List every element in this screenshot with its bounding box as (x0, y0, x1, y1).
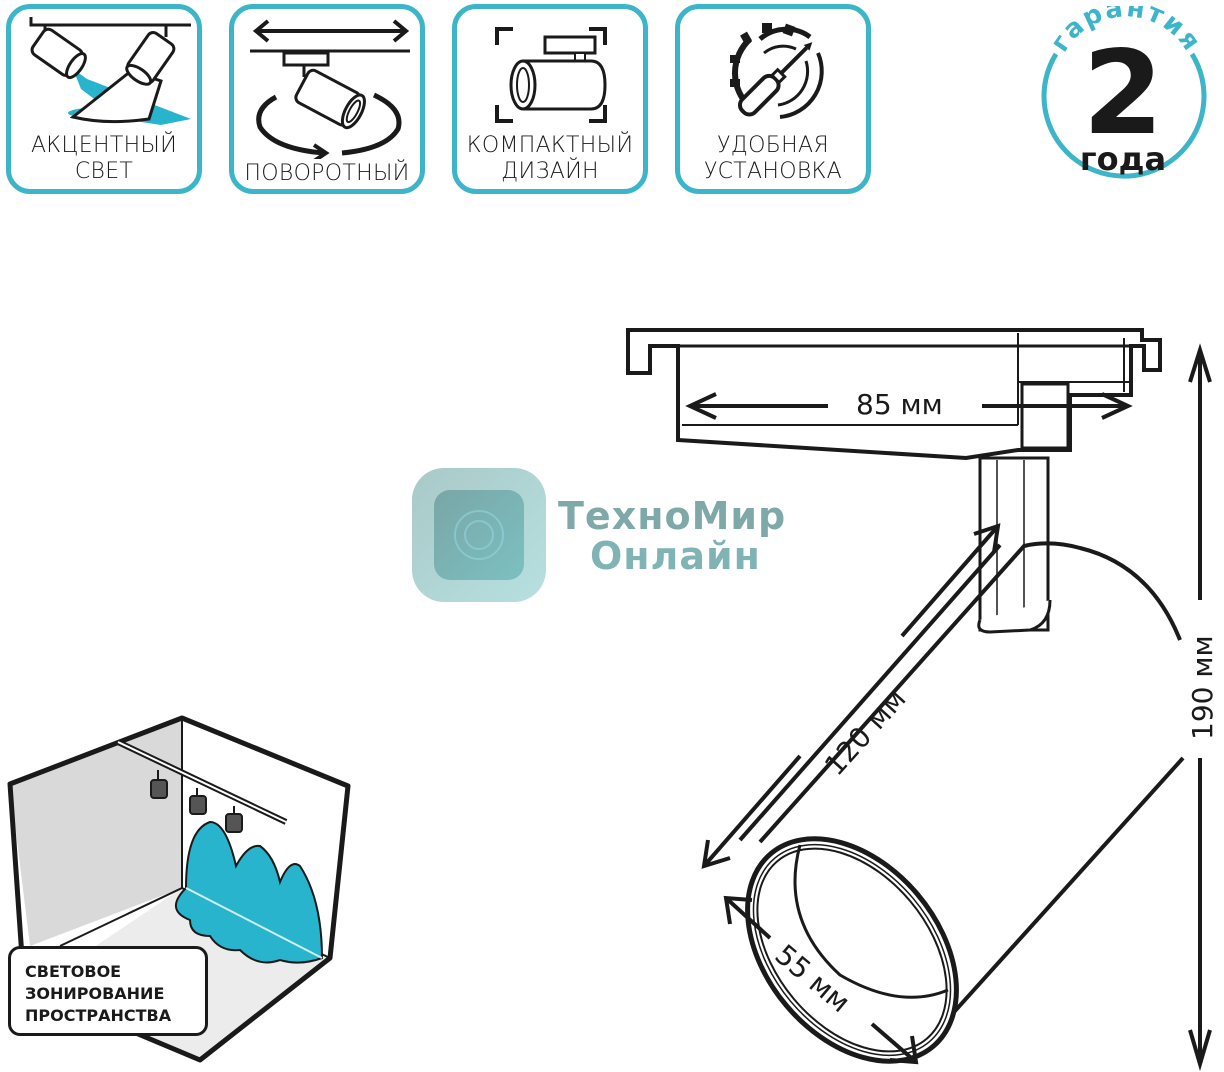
feature-rotating: ПОВОРОТНЫЙ (229, 4, 425, 194)
spotlights-icon (29, 17, 191, 125)
feature-label: КОМПАКТНЫЙ ДИЗАЙН (466, 133, 634, 184)
watermark-line2: Онлайн (590, 534, 761, 578)
dimension-height: 190 мм (1186, 635, 1219, 740)
feature-accent-light: АКЦЕНТНЫЙ СВЕТ (6, 4, 202, 194)
warranty-circle-icon: гарантия (1041, 0, 1207, 179)
rotation-icon (250, 19, 410, 159)
warranty-years: 2 (1082, 26, 1164, 161)
gear-screwdriver-icon (730, 23, 824, 119)
warranty-badge: гарантия 2 года (1028, 0, 1218, 196)
feature-easy-install: УДОБНАЯ УСТАНОВКА (675, 4, 871, 194)
track-light-drawing (626, 328, 1212, 1072)
feature-label: ПОВОРОТНЫЙ (244, 161, 410, 186)
warranty-unit: года (1079, 140, 1167, 178)
watermark-logo: ТехноМир Онлайн (412, 468, 832, 608)
feature-compact: КОМПАКТНЫЙ ДИЗАЙН (452, 4, 648, 194)
zoning-label: СВЕТОВОЕ ЗОНИРОВАНИЕ ПРОСТРАНСТВА (8, 946, 208, 1036)
feature-label: АКЦЕНТНЫЙ СВЕТ (30, 133, 178, 184)
dimension-width: 85 мм (856, 388, 943, 421)
feature-label: УДОБНАЯ УСТАНОВКА (703, 133, 843, 184)
watermark-line1: ТехноМир (558, 494, 787, 538)
logo-gear-icon (412, 468, 546, 602)
compact-lamp-icon (495, 27, 607, 123)
